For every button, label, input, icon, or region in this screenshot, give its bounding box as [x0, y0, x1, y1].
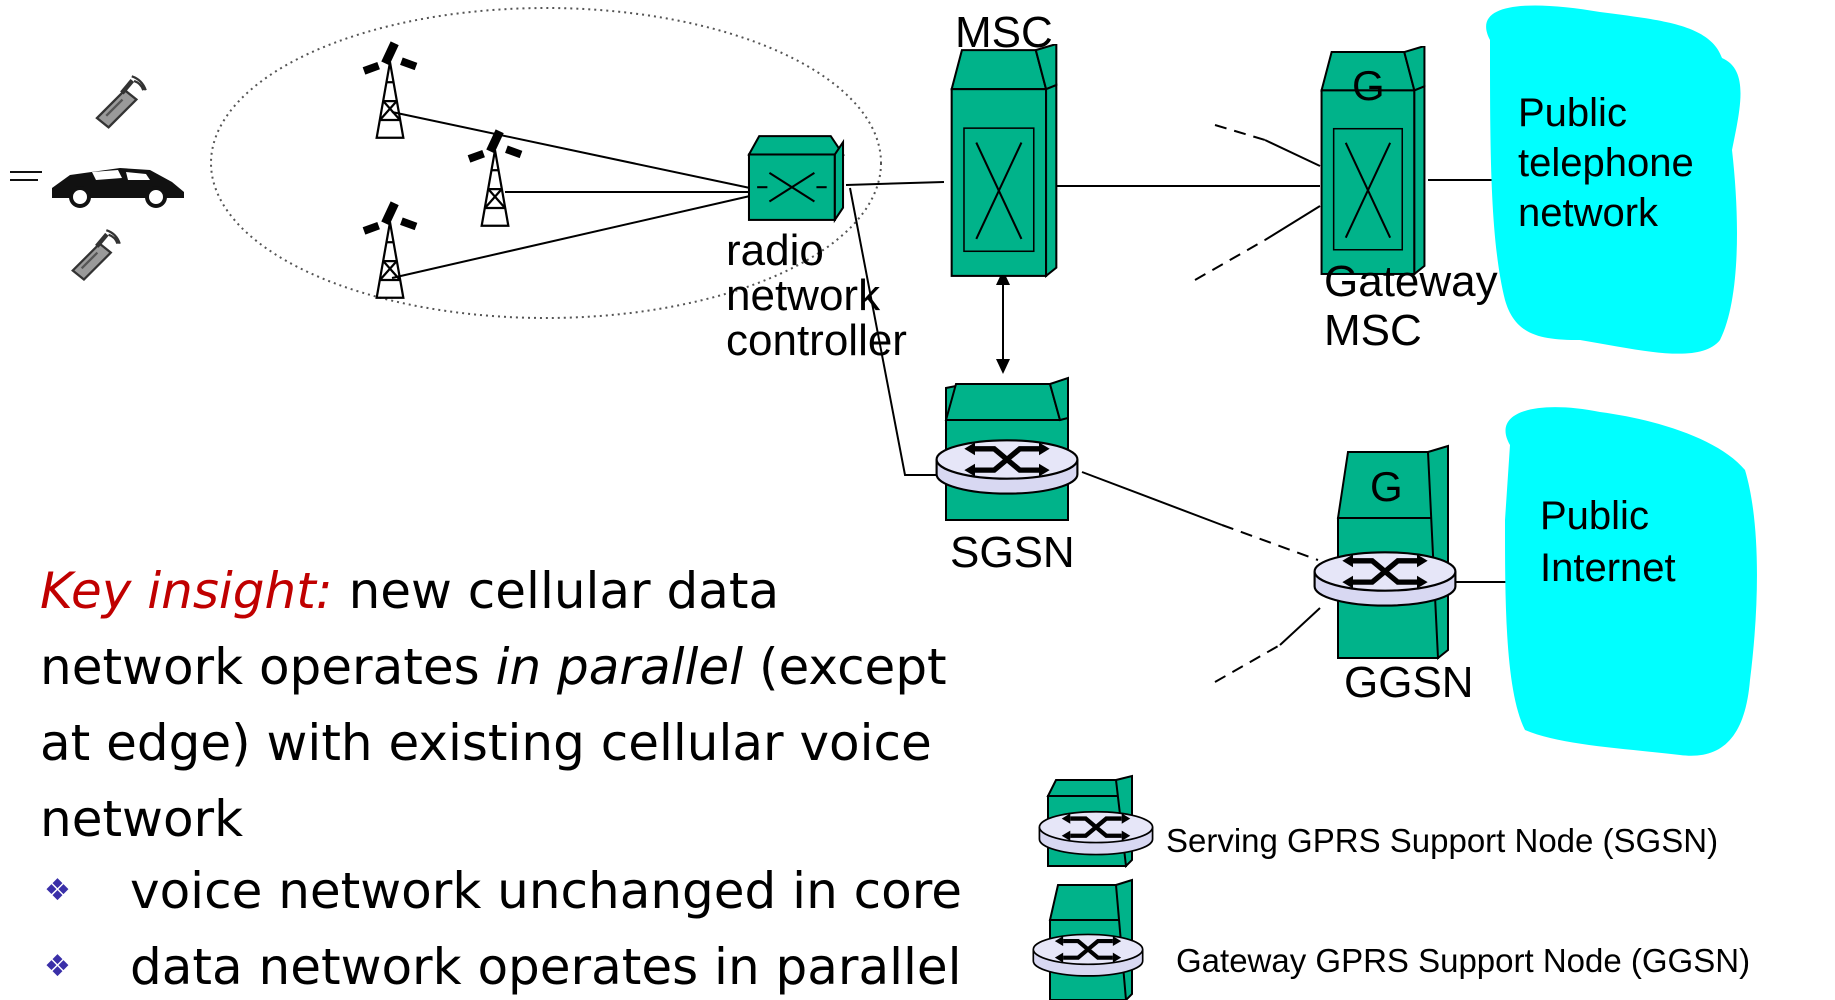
key-insight-paragraph: Key insight: new cellular data network o…	[40, 553, 960, 857]
radio-access-ellipse	[210, 7, 882, 319]
link-tower3-rnc	[391, 195, 751, 279]
bullet-text: voice network unchanged in core	[130, 862, 962, 920]
rnc-label: radio network controller	[726, 228, 907, 363]
sgsn-node-icon	[937, 376, 1078, 521]
internet-cloud-label: Public Internet	[1540, 490, 1676, 594]
legend-sgsn-icon	[1039, 774, 1152, 869]
telephone-cloud-icon	[1486, 5, 1741, 354]
gateway-msc-letter: G	[1352, 62, 1385, 109]
key-insight-lead: Key insight:	[40, 562, 333, 620]
bullet-item: ❖ voice network unchanged in core	[40, 853, 962, 929]
sgsn-label: SGSN	[950, 528, 1075, 577]
gateway-msc-line1: Gateway	[1324, 257, 1498, 306]
key-insight-text2: (except at edge) with existing cellular …	[40, 638, 947, 848]
link-rnc-msc	[845, 181, 945, 186]
msc-switch-icon	[950, 44, 1058, 277]
mobile-phone-icon-2	[71, 229, 121, 281]
telephone-line2: telephone	[1518, 141, 1694, 185]
mobile-phone-icon	[95, 75, 147, 129]
antenna-tower-icon-2	[466, 128, 524, 227]
rnc-line2: network	[726, 271, 881, 320]
internet-line2: Internet	[1540, 546, 1676, 590]
gateway-msc-line2: MSC	[1324, 306, 1422, 356]
rnc-switch-icon	[747, 134, 845, 222]
link-sgsn-ggsn	[1081, 471, 1223, 526]
legend-sgsn-label: Serving GPRS Support Node (SGSN)	[1166, 822, 1719, 859]
telephone-line1: Public	[1518, 91, 1627, 135]
antenna-tower-icon	[361, 40, 419, 139]
legend-ggsn-label: Gateway GPRS Support Node (GGSN)	[1176, 942, 1751, 979]
diamond-bullet-icon: ❖	[44, 949, 71, 984]
internet-line1: Public	[1540, 494, 1649, 538]
msc-label: MSC	[955, 8, 1053, 57]
telephone-cloud-label: Public telephone network	[1518, 88, 1694, 238]
internet-cloud-icon	[1505, 407, 1757, 756]
rnc-line3: controller	[726, 316, 907, 365]
link-tower1-rnc	[391, 111, 751, 189]
bullet-list: ❖ voice network unchanged in core ❖ data n…	[40, 853, 962, 1000]
car-icon	[10, 168, 184, 208]
ggsn-letter: G	[1370, 463, 1403, 510]
bullet-item: ❖ data network operates in parallel	[40, 929, 962, 1000]
diamond-bullet-icon: ❖	[44, 873, 71, 908]
key-insight-emphasis: in parallel	[495, 638, 744, 696]
ggsn-label: GGSN	[1344, 658, 1474, 707]
antenna-tower-icon-3	[361, 200, 419, 299]
telephone-line3: network	[1518, 191, 1659, 235]
legend-ggsn-icon	[1033, 878, 1142, 1000]
gateway-msc-label: Gateway MSC	[1324, 257, 1498, 356]
rnc-line1: radio	[726, 226, 824, 275]
link-rnc-sgsn	[849, 187, 945, 476]
key-insight-text1: new cellular data network operates	[40, 562, 780, 696]
bullet-text: data network operates in parallel	[130, 938, 962, 996]
ggsn-node-icon	[1315, 444, 1456, 661]
